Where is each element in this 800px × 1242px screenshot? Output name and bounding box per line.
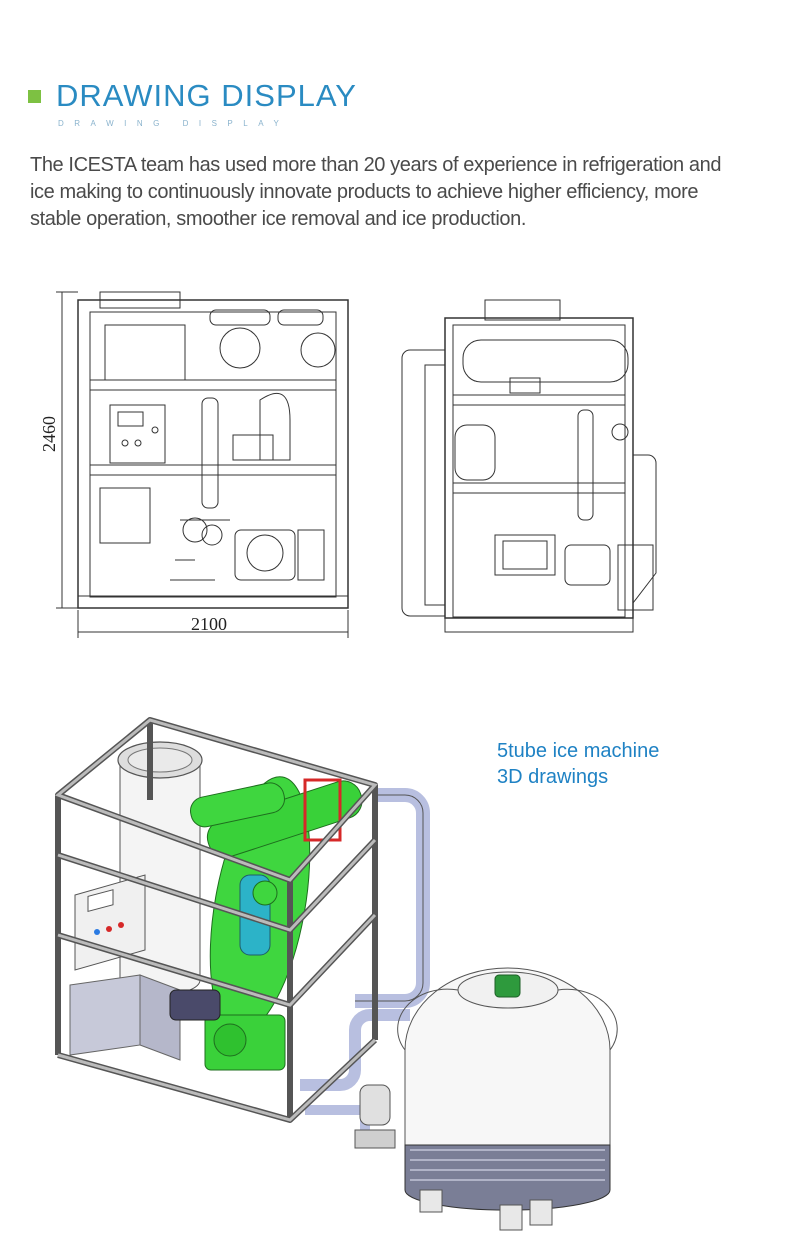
3d-view-drawing (55, 717, 618, 1231)
section-title: DRAWING DISPLAY (56, 78, 357, 113)
3d-drawing-caption: 5tube ice machine 3D drawings (497, 738, 659, 790)
caption-line-2: 3D drawings (497, 766, 609, 788)
side-view-drawing (401, 299, 657, 633)
section-subtitle: DRAWING DISPLAY (58, 119, 290, 128)
width-dimension-label: 2100 (191, 614, 227, 634)
intro-paragraph: The ICESTA team has used more than 20 ye… (30, 154, 722, 230)
front-view-drawing: 2460 2100 (39, 291, 349, 638)
caption-line-1: 5tube ice machine (497, 740, 660, 762)
height-dimension-label: 2460 (39, 416, 59, 452)
green-square-bullet-icon (28, 90, 41, 103)
